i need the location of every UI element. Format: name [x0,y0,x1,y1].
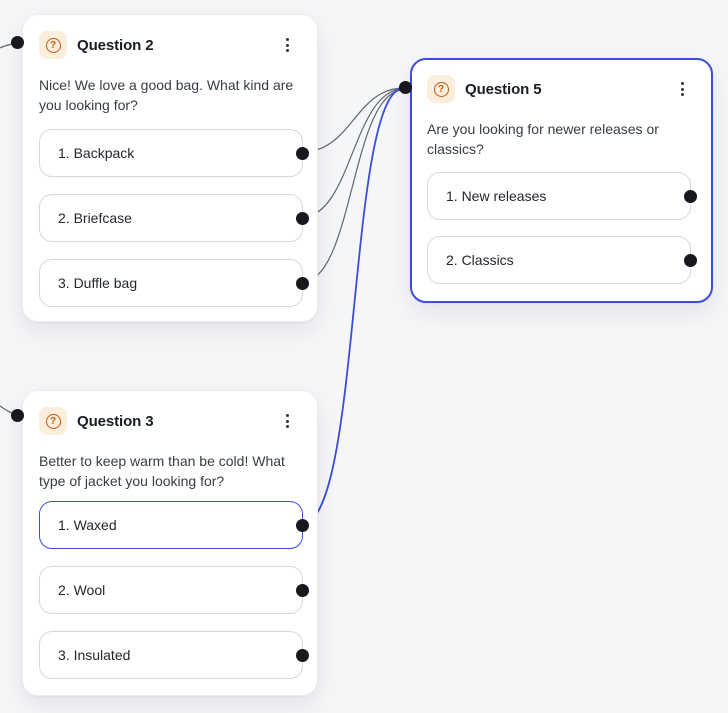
options-list: 1. New releases 2. Classics [427,172,697,284]
question-text: Are you looking for newer releases or cl… [427,121,659,157]
kebab-menu-icon[interactable] [279,411,295,431]
node-title: Question 5 [465,80,542,98]
option-waxed[interactable]: 1. Waxed [39,501,309,549]
input-port[interactable] [11,409,24,422]
output-port[interactable] [684,254,697,267]
input-port[interactable] [399,81,412,94]
output-port[interactable] [684,190,697,203]
kebab-menu-icon[interactable] [279,35,295,55]
option-wool[interactable]: 2. Wool [39,566,309,614]
node-title: Question 3 [77,412,154,430]
output-port[interactable] [296,649,309,662]
edge-briefcase-to-question5[interactable] [301,88,405,218]
option-label: 3. Insulated [58,647,131,663]
output-port[interactable] [296,584,309,597]
option-label: 2. Classics [446,252,514,268]
option-briefcase[interactable]: 2. Briefcase [39,194,309,242]
option-dufflebag[interactable]: 3. Duffle bag [39,259,309,307]
options-list: 1. Waxed 2. Wool 3. Insulated [39,501,309,679]
node-header: ? Question 2 [39,31,301,59]
output-port[interactable] [296,147,309,160]
output-port[interactable] [296,277,309,290]
question-text: Nice! We love a good bag. What kind are … [39,77,294,113]
node-header: ? Question 3 [39,407,301,435]
node-question-5[interactable]: ? Question 5 Are you looking for newer r… [399,58,713,303]
option-new-releases[interactable]: 1. New releases [427,172,697,220]
node-question-2[interactable]: ? Question 2 Nice! We love a good bag. W… [11,14,318,322]
options-list: 1. Backpack 2. Briefcase 3. Duffle bag [39,129,309,307]
question-icon: ? [427,75,455,103]
option-label: 1. New releases [446,188,547,204]
node-header: ? Question 5 [427,75,696,103]
kebab-menu-icon[interactable] [674,79,690,99]
option-label: 1. Backpack [58,145,135,161]
option-label: 3. Duffle bag [58,275,138,291]
option-insulated[interactable]: 3. Insulated [39,631,309,679]
node-title: Question 2 [77,36,154,54]
node-question-3[interactable]: ? Question 3 Better to keep warm than be… [11,390,318,696]
output-port[interactable] [296,212,309,225]
question-text: Better to keep warm than be cold! What t… [39,453,285,489]
edge-waxed-to-question5-selected[interactable] [301,87,405,525]
question-icon: ? [39,31,67,59]
option-backpack[interactable]: 1. Backpack [39,129,309,177]
option-label: 1. Waxed [58,517,117,533]
output-port[interactable] [296,519,309,532]
edge-dufflebag-to-question5[interactable] [301,89,405,283]
option-label: 2. Briefcase [58,210,132,226]
option-label: 2. Wool [58,582,106,598]
option-classics[interactable]: 2. Classics [427,236,697,284]
input-port[interactable] [11,36,24,49]
question-icon: ? [39,407,67,435]
